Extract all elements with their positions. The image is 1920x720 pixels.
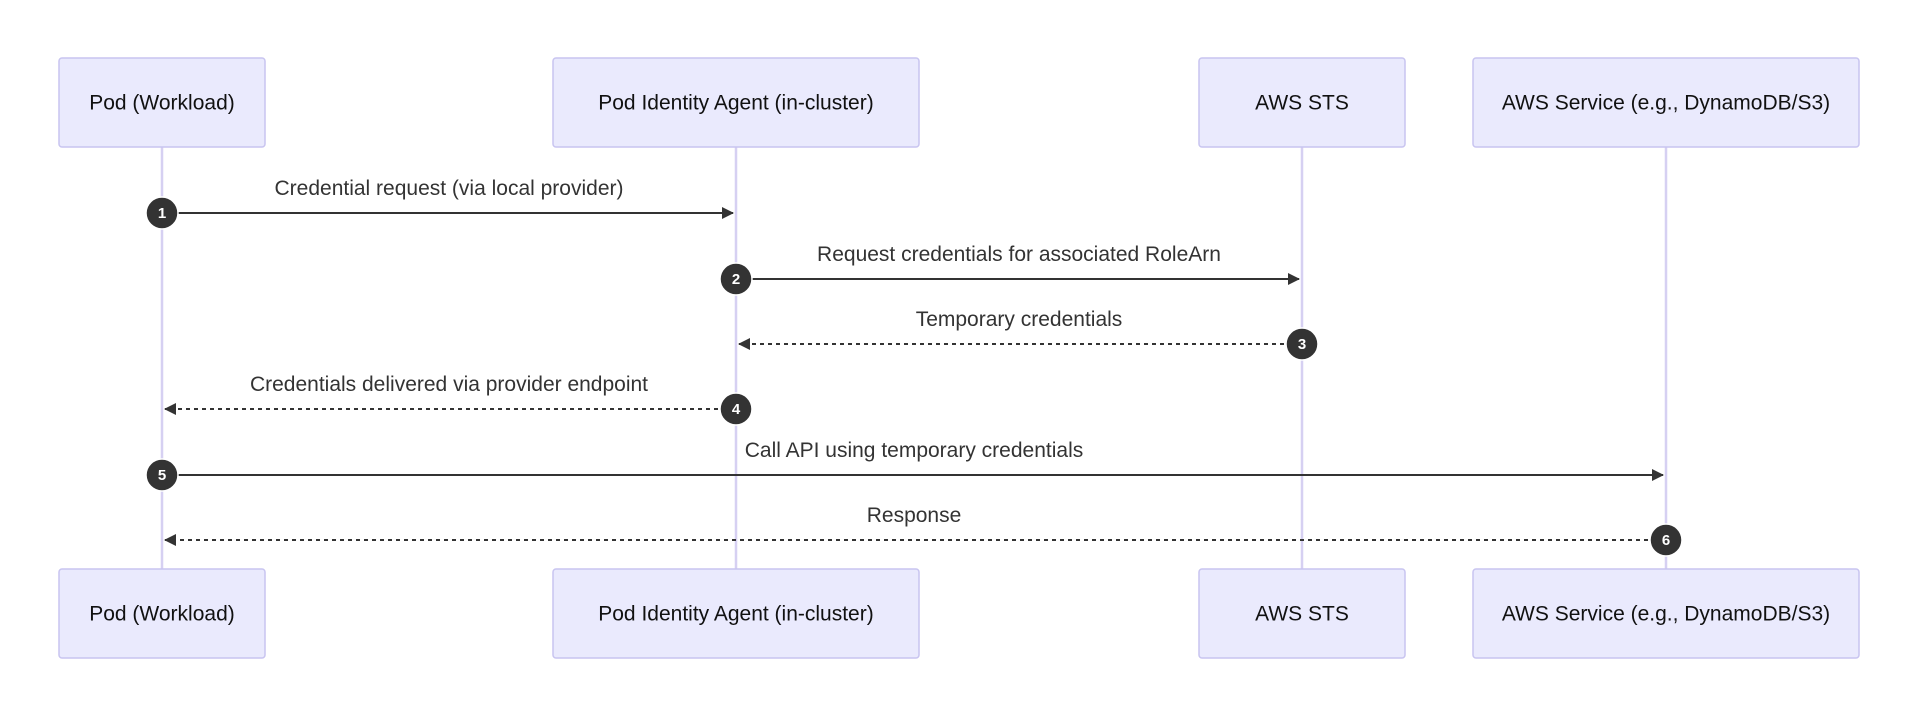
participant-label: Pod Identity Agent (in-cluster): [598, 603, 873, 626]
participant-label: AWS Service (e.g., DynamoDB/S3): [1502, 603, 1830, 626]
participant-sts-top: AWS STS: [1198, 57, 1406, 148]
sequence-number-badge: [719, 262, 753, 296]
participant-agent-top: Pod Identity Agent (in-cluster): [552, 57, 920, 148]
participant-label: Pod (Workload): [89, 603, 235, 626]
participant-box: [58, 568, 266, 659]
participant-label: AWS Service (e.g., DynamoDB/S3): [1502, 92, 1830, 115]
participant-svc-bottom: AWS Service (e.g., DynamoDB/S3): [1472, 568, 1860, 659]
sequence-number-badge: [145, 458, 179, 492]
participants: Pod (Workload) Pod (Workload) Pod Identity…: [58, 57, 1860, 659]
participant-svc-top: AWS Service (e.g., DynamoDB/S3): [1472, 57, 1860, 148]
message-label: Credentials delivered via provider endpo…: [250, 373, 648, 396]
participant-label: Pod Identity Agent (in-cluster): [598, 92, 873, 115]
message-label: Call API using temporary credentials: [745, 439, 1084, 462]
participant-pod-top: Pod (Workload): [58, 57, 266, 148]
message-label: Request credentials for associated RoleA…: [817, 243, 1221, 266]
message-label: Credential request (via local provider): [275, 177, 624, 200]
message-label: Temporary credentials: [916, 308, 1123, 331]
participant-label: AWS STS: [1255, 603, 1349, 626]
message-3: Temporary credentials 3: [738, 308, 1319, 361]
sequence-number-badge: [719, 392, 753, 426]
participant-agent-bottom: Pod Identity Agent (in-cluster): [552, 568, 920, 659]
message-6: Response 6: [164, 504, 1683, 557]
messages: Credential request (via local provider) 1…: [145, 177, 1683, 557]
participant-box: [1472, 57, 1860, 148]
sequence-number: 6: [1662, 532, 1670, 549]
participant-sts-bottom: AWS STS: [1198, 568, 1406, 659]
sequence-number-badge: [1285, 327, 1319, 361]
participant-pod-bottom: Pod (Workload): [58, 568, 266, 659]
participant-label: AWS STS: [1255, 92, 1349, 115]
message-4: Credentials delivered via provider endpo…: [164, 373, 753, 426]
sequence-number: 4: [732, 401, 741, 418]
participant-box: [58, 57, 266, 148]
sequence-number-badge: [1649, 523, 1683, 557]
sequence-number: 3: [1298, 336, 1306, 353]
participant-box: [1198, 568, 1406, 659]
message-label: Response: [867, 504, 962, 527]
participant-label: Pod (Workload): [89, 92, 235, 115]
message-2: Request credentials for associated RoleA…: [719, 243, 1300, 296]
participant-box: [552, 568, 920, 659]
sequence-number: 2: [732, 271, 740, 288]
message-1: Credential request (via local provider) 1: [145, 177, 734, 230]
participant-box: [1472, 568, 1860, 659]
participant-box: [1198, 57, 1406, 148]
sequence-number: 1: [158, 205, 166, 222]
sequence-number-badge: [145, 196, 179, 230]
sequence-number: 5: [158, 467, 166, 484]
participant-box: [552, 57, 920, 148]
message-5: Call API using temporary credentials 5: [145, 439, 1664, 492]
